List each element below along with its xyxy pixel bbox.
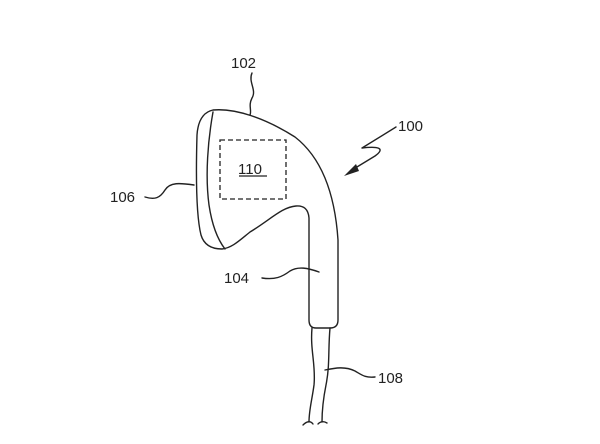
leader-104 <box>261 267 320 280</box>
label-106: 106 <box>110 189 135 206</box>
leader-108 <box>324 367 376 378</box>
cable-right-line <box>321 327 331 423</box>
leader-100 <box>351 126 397 171</box>
component-box <box>219 139 287 200</box>
label-100: 100 <box>398 118 423 135</box>
label-110: 110 <box>238 161 262 178</box>
cable-left-line <box>308 327 316 423</box>
cable-break-marks <box>302 421 328 426</box>
leader-106 <box>144 182 195 199</box>
speaker-face-line <box>206 111 226 250</box>
label-104: 104 <box>224 270 249 287</box>
label-102: 102 <box>231 55 256 72</box>
arrowhead-100 <box>344 164 359 176</box>
leader-102 <box>249 72 255 116</box>
label-108: 108 <box>378 370 403 387</box>
earbud-housing-outline <box>195 109 339 329</box>
